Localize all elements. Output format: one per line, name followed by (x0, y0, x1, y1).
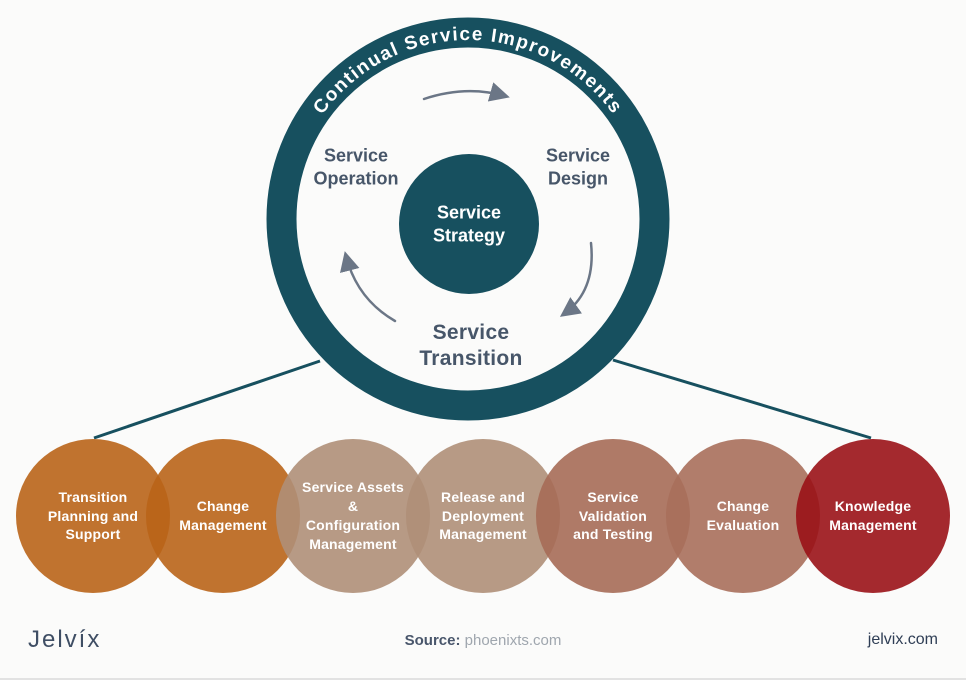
service-design-label: Service Design (545, 145, 611, 189)
lifecycle-ring (266, 17, 670, 421)
process-bubble-transition-planning: Transition Planning and Support (16, 439, 170, 593)
service-strategy-label: Service Strategy (432, 202, 506, 246)
right-connector-line (612, 358, 872, 440)
process-label: Transition Planning and Support (47, 488, 139, 543)
process-bubble-service-validation: Service Validation and Testing (536, 439, 690, 593)
process-label: Change Management (179, 498, 267, 533)
process-label: Service Assets & Configuration Managemen… (302, 479, 404, 552)
service-operation-label: Service Operation (313, 145, 399, 189)
source-value: phoenixts.com (464, 632, 562, 649)
process-label: Service Validation and Testing (573, 488, 653, 543)
process-label: Release and Deployment Management (439, 488, 527, 543)
cycle-arrow-top-icon (422, 82, 510, 102)
service-transition-label: Service Transition (419, 320, 523, 370)
left-connector-line (93, 359, 321, 440)
footer: Jelvíx Source: phoenixts.com jelvix.com (0, 622, 966, 662)
process-bubble-change-evaluation: Change Evaluation (666, 439, 820, 593)
source-label: Source: (404, 632, 461, 649)
cycle-arrow-right-icon (559, 241, 593, 317)
process-bubble-service-assets-config: Service Assets & Configuration Managemen… (276, 439, 430, 593)
jelvix-site-link: jelvix.com (867, 631, 938, 648)
core-circle (399, 154, 539, 294)
process-label: Knowledge Management (829, 498, 917, 533)
cycle-arrow-left-icon (340, 251, 397, 323)
source-attribution: Source: phoenixts.com (405, 632, 562, 649)
process-label: Change Evaluation (706, 498, 780, 533)
ring-title: Continual Service Improvements (309, 24, 626, 118)
process-bubble-knowledge-management: Knowledge Management (796, 439, 950, 593)
process-bubble-release-deployment: Release and Deployment Management (406, 439, 560, 593)
process-bubble-change-management: Change Management (146, 439, 300, 593)
jelvix-logo: Jelvíx (28, 626, 102, 653)
